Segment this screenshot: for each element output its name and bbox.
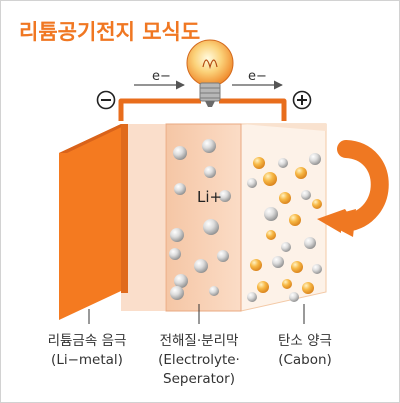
anode-block [59, 124, 128, 320]
electrolyte-block [121, 123, 242, 312]
anode-label: 리튬금속 음극 [48, 333, 127, 349]
electrolyte-label-en-2: Seperator) [163, 371, 235, 387]
electron-label-right: e− [248, 69, 267, 84]
circuit-wire [118, 98, 287, 121]
light-bulb-icon [186, 39, 234, 107]
minus-terminal-icon [96, 90, 116, 110]
electrolyte-label: 전해질·분리막 [160, 333, 239, 349]
plus-terminal-icon [292, 90, 312, 110]
page-title: 리튬공기전지 모식도 [19, 20, 200, 44]
electrolyte-label-en-1: (Electrolyte· [158, 352, 240, 368]
cathode-label: 탄소 양극 [278, 333, 332, 349]
oxygen-label: O₂ [348, 181, 366, 197]
oxygen-arrow [317, 140, 389, 237]
electron-label-left: e− [152, 69, 171, 84]
anode-label-en: (Li−metal) [51, 352, 123, 368]
lithium-ion-balls [169, 139, 231, 300]
carbon-oxygen-balls [247, 153, 322, 302]
lithium-ion-label: Li+ [197, 188, 222, 206]
cathode-label-en: (Cabon) [278, 352, 332, 368]
